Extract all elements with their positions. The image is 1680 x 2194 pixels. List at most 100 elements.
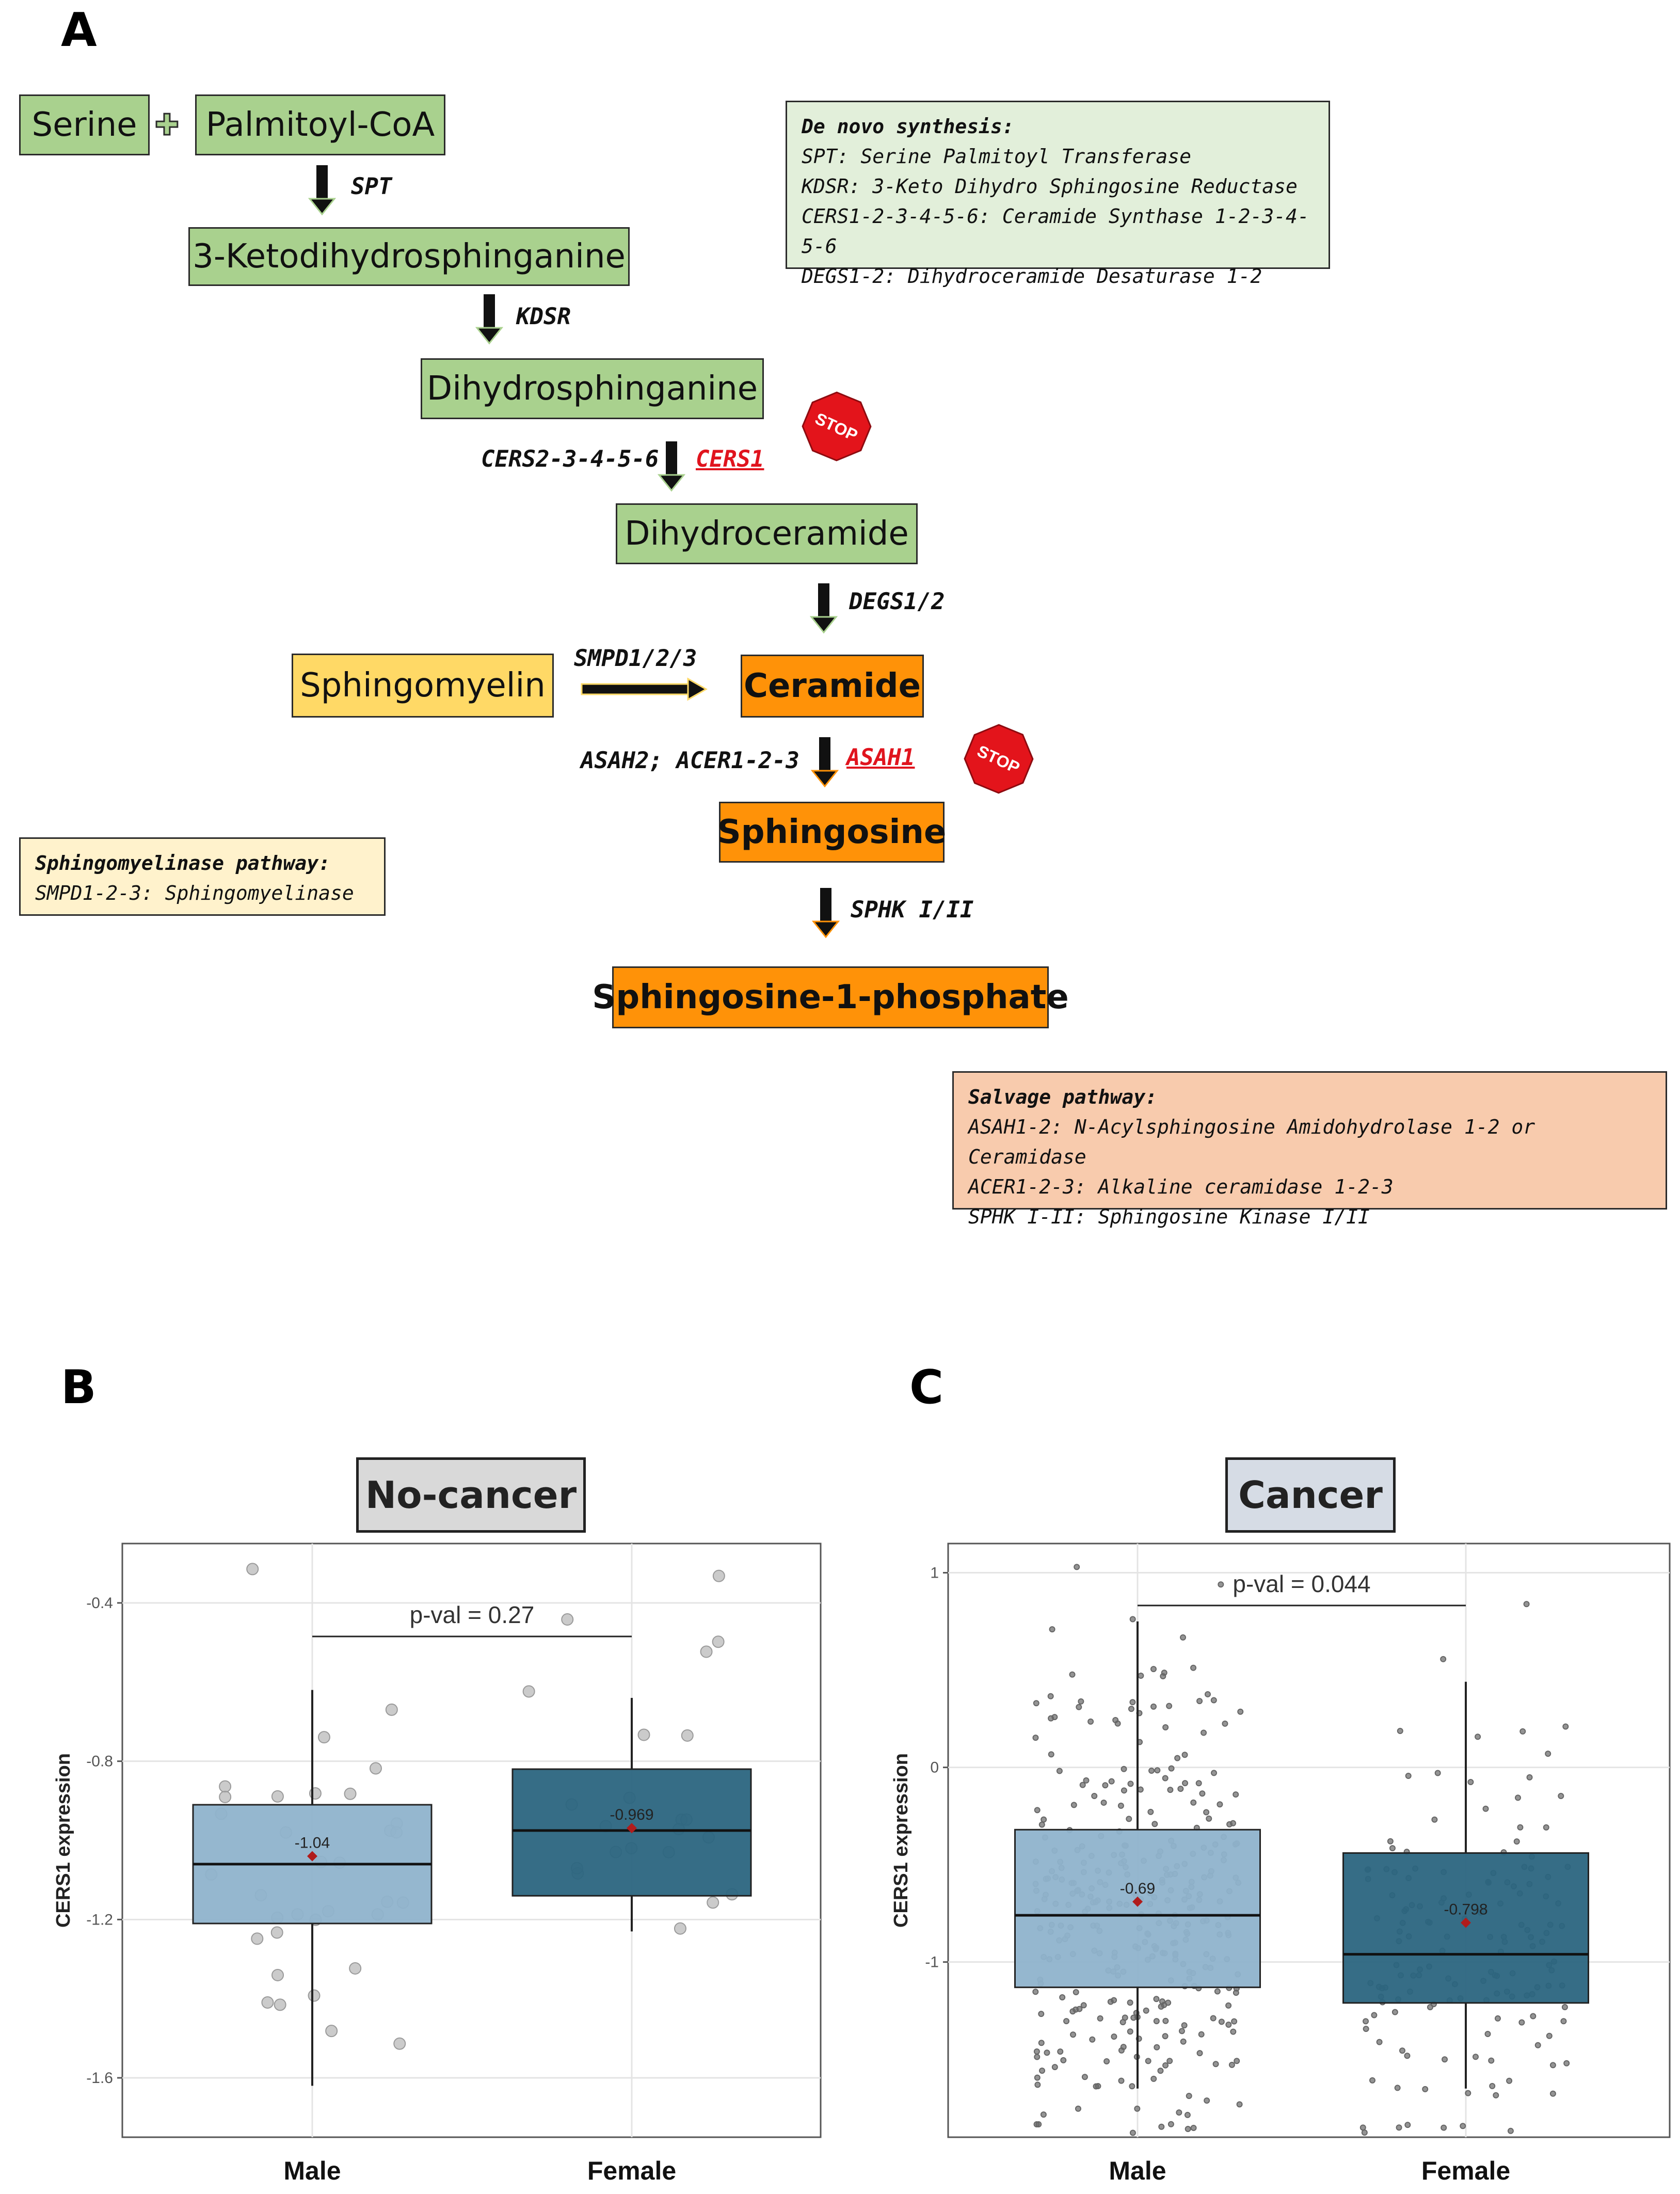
enzyme-asah1: ASAH1	[846, 744, 915, 771]
data-point	[1190, 2124, 1197, 2131]
data-point	[674, 1922, 686, 1935]
data-point	[1203, 1809, 1210, 1816]
data-point	[1204, 2097, 1210, 2104]
panel-label-b: B	[61, 1360, 97, 1414]
data-point	[1460, 2123, 1466, 2129]
data-point	[1038, 2040, 1045, 2046]
data-point	[1034, 2074, 1041, 2081]
p-value-label: p-val = 0.27	[410, 1601, 535, 1628]
data-point	[1204, 1691, 1211, 1697]
data-point	[1069, 2008, 1076, 2015]
data-point	[1176, 2109, 1182, 2116]
arrow-asah	[810, 737, 839, 788]
data-point	[1034, 2081, 1041, 2088]
box-iqr	[1342, 1852, 1589, 2004]
data-point	[1206, 1815, 1212, 1822]
data-point	[1063, 2018, 1070, 2025]
data-point	[1228, 2061, 1235, 2068]
mean-marker	[1132, 1896, 1143, 1907]
mean-marker	[1461, 1917, 1471, 1928]
data-point	[1154, 2044, 1160, 2050]
data-point	[1519, 1728, 1526, 1735]
data-point	[1218, 2018, 1225, 2025]
data-point	[1160, 1673, 1166, 1680]
data-point	[385, 1703, 398, 1716]
data-point	[1166, 2058, 1173, 2064]
data-point	[1196, 1698, 1203, 1705]
node-palmitoyl-coa: Palmitoyl-CoA	[195, 94, 445, 155]
arrow-degs	[809, 583, 838, 634]
data-point	[1530, 2013, 1537, 2020]
data-point	[317, 1731, 330, 1744]
data-point	[246, 1563, 259, 1576]
data-point	[1137, 1786, 1144, 1793]
panel-label-a: A	[61, 3, 97, 57]
stop-sign-icon-cers1	[802, 391, 872, 462]
data-point	[1427, 2004, 1433, 2011]
data-point	[1048, 1751, 1054, 1758]
data-point	[325, 2025, 338, 2038]
y-tick-label: -1.6	[86, 2070, 113, 2087]
data-point	[1180, 2038, 1187, 2045]
data-point	[1081, 2074, 1088, 2080]
data-point	[1514, 1794, 1521, 1801]
data-point	[1108, 1778, 1115, 1785]
data-point	[349, 1962, 362, 1975]
node-serine: Serine	[19, 94, 150, 155]
legend-de-novo: De novo synthesis: SPT: Serine Palmitoyl…	[786, 101, 1330, 288]
arrow-sphk	[811, 888, 840, 939]
mean-marker	[627, 1823, 637, 1834]
data-point	[1154, 1767, 1161, 1774]
data-point	[1534, 2042, 1541, 2048]
data-point	[1162, 2062, 1169, 2069]
arrow-spt	[308, 165, 337, 216]
y-tick-label: -1	[925, 1954, 939, 1971]
data-point	[1507, 2127, 1514, 2134]
data-point	[1179, 1634, 1186, 1641]
y-tick-label: 1	[930, 1565, 939, 1582]
data-point	[1484, 2030, 1491, 2037]
data-point	[1405, 1773, 1412, 1779]
data-point	[1111, 2033, 1117, 2040]
x-tick-label: Female	[587, 2156, 676, 2185]
data-point	[1178, 2028, 1185, 2034]
data-point	[1563, 2060, 1570, 2066]
data-point	[219, 1790, 232, 1803]
stop-sign-icon-asah1	[964, 724, 1034, 794]
data-point	[1069, 1671, 1076, 1678]
arrow-smpd	[581, 677, 708, 701]
data-point	[1148, 1768, 1155, 1774]
node-dihydrosphinganine: Dihydrosphinganine	[421, 358, 764, 419]
data-point	[1198, 2031, 1205, 2038]
data-point	[1038, 1821, 1045, 1828]
data-point	[1056, 1768, 1063, 1774]
data-point	[700, 1645, 713, 1658]
data-point	[1159, 1998, 1165, 2005]
data-point	[1051, 2064, 1058, 2071]
data-point	[1201, 1729, 1207, 1736]
data-point	[1441, 2124, 1447, 2131]
data-point	[1165, 1999, 1172, 2006]
data-point	[1145, 2058, 1151, 2064]
data-point	[393, 2037, 406, 2050]
data-point	[522, 1685, 535, 1698]
data-point	[1076, 1704, 1082, 1710]
data-point	[1212, 2061, 1219, 2068]
plus-icon: ✚	[154, 108, 180, 143]
data-point	[1230, 2028, 1237, 2035]
data-point	[1195, 1780, 1202, 1787]
box-iqr	[1014, 1829, 1261, 1989]
data-point	[1033, 2048, 1040, 2055]
data-point	[1150, 1666, 1157, 1673]
data-point	[1185, 2126, 1191, 2133]
data-point	[1506, 2077, 1513, 2084]
data-point	[219, 1780, 232, 1793]
data-point	[1128, 1706, 1134, 1712]
data-point	[1546, 2032, 1553, 2039]
y-axis-label: CERS1 expression	[53, 1753, 74, 1928]
data-point	[1225, 2022, 1232, 2028]
data-point	[271, 1790, 284, 1803]
data-point	[1233, 1791, 1239, 1798]
data-point	[1162, 1724, 1169, 1731]
